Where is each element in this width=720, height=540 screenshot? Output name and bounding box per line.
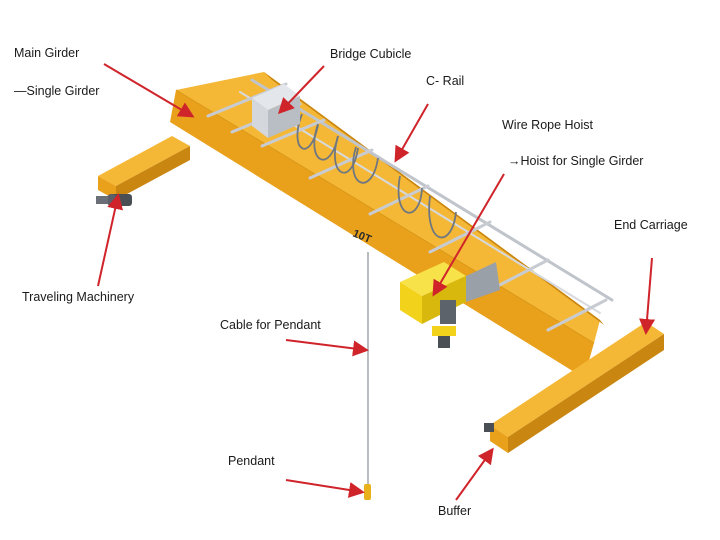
label-pendant: Pendant <box>228 454 275 468</box>
label-buffer: Buffer <box>438 504 472 518</box>
pendant-cable <box>364 252 371 500</box>
traveling-machinery <box>96 194 132 206</box>
arrow-c-rail <box>394 103 429 163</box>
label-wire-rope-hoist: Wire Rope Hoist <box>502 118 593 132</box>
label-cable-for-pendant: Cable for Pendant <box>220 318 321 332</box>
arrow-main-girder <box>103 63 195 118</box>
label-end-carriage: End Carriage <box>614 218 688 232</box>
label-bridge-cubicle: Bridge Cubicle <box>330 47 412 61</box>
arrow-traveling-machinery <box>97 193 123 287</box>
arrow-pendant <box>285 479 365 498</box>
arrow-buffer <box>455 447 494 501</box>
pendant-control <box>364 484 371 500</box>
callout-arrows <box>97 63 656 501</box>
festoon-cables <box>296 113 457 239</box>
label-single-girder: —Single Girder <box>14 84 100 98</box>
right-end-carriage <box>484 322 664 453</box>
arrow-bridge-cubicle <box>277 65 325 115</box>
arrow-cable-pendant <box>285 339 369 357</box>
label-hoist-single-girder: →Hoist for Single Girder <box>508 154 644 168</box>
left-end-carriage <box>98 136 190 200</box>
arrow-end-carriage <box>639 257 656 335</box>
wire-rope-hoist <box>400 262 500 348</box>
label-main-girder: Main Girder <box>14 46 80 60</box>
label-c-rail: C- Rail <box>426 74 465 88</box>
label-traveling-machinery: Traveling Machinery <box>22 290 135 304</box>
arrow-hoist <box>432 173 505 297</box>
